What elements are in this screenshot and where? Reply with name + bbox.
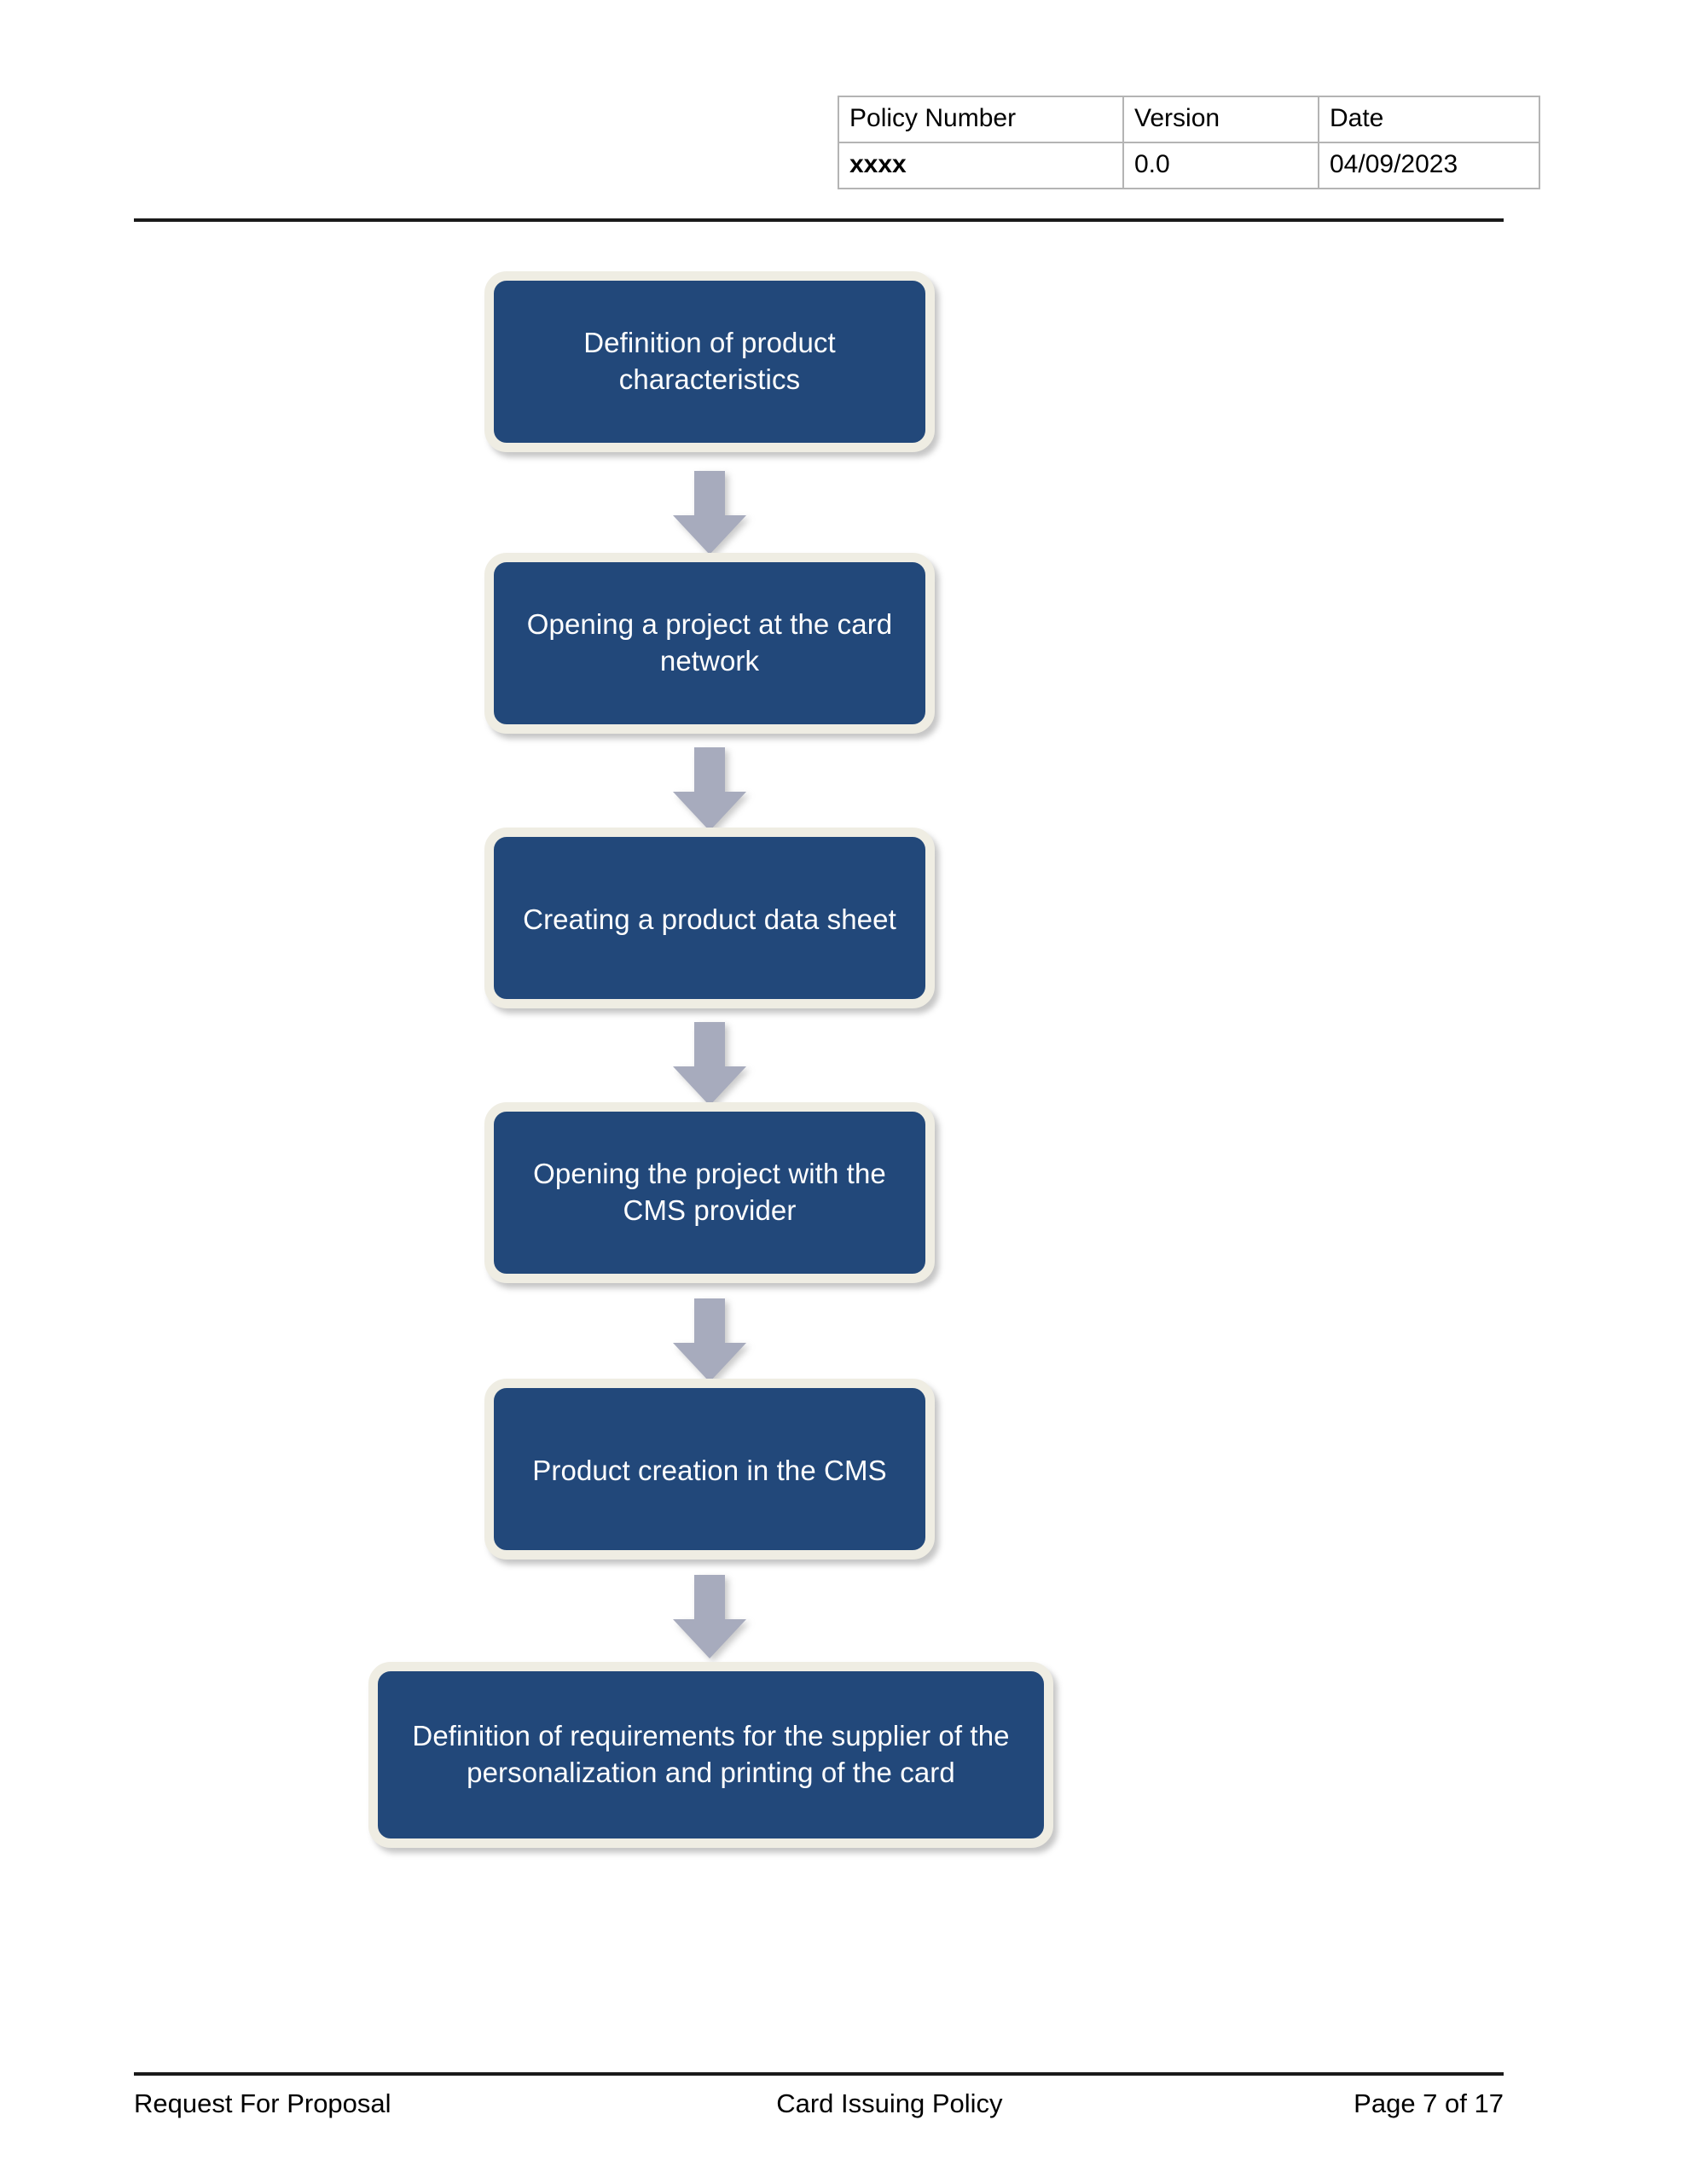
- policy-header-table: Policy Number Version Date xxxx 0.0 04/0…: [838, 96, 1540, 189]
- column-header-version: Version: [1122, 96, 1319, 143]
- flow-node-label: Product creation in the CMS: [532, 1454, 887, 1486]
- down-arrow-icon: [673, 471, 746, 555]
- flow-node-opening-the-project-with-the-cms-provider: Opening the project with the CMS provide…: [484, 1102, 935, 1283]
- flow-node-label: Definition of requirements for the suppl…: [412, 1720, 1010, 1788]
- flow-node-product-creation-in-the-cms: Product creation in the CMS: [484, 1379, 935, 1560]
- down-arrow-icon: [673, 1298, 746, 1382]
- down-arrow-icon: [673, 1575, 746, 1658]
- flow-node-label: Opening the project with the CMS provide…: [533, 1158, 886, 1226]
- header-divider: [134, 218, 1504, 222]
- footer-document-title: Card Issuing Policy: [776, 2088, 1003, 2118]
- flow-node-label: Definition of product characteristics: [583, 327, 836, 395]
- down-arrow-icon: [673, 747, 746, 831]
- flow-node-definition-of-product-characteristics: Definition of product characteristics: [484, 271, 935, 452]
- footer-divider: [134, 2072, 1504, 2076]
- footer-document-type: Request For Proposal: [134, 2088, 391, 2118]
- flow-node-definition-of-requirements-for-supplier: Definition of requirements for the suppl…: [368, 1662, 1053, 1848]
- page-footer: Request For Proposal Card Issuing Policy…: [134, 2088, 1504, 2119]
- footer-page-number: Page 7 of 17: [1354, 2088, 1504, 2118]
- value-policy-number: xxxx: [838, 142, 1124, 189]
- flow-node-label: Opening a project at the card network: [526, 608, 893, 677]
- column-header-date: Date: [1318, 96, 1540, 143]
- flow-node-label: Creating a product data sheet: [523, 903, 896, 935]
- value-version: 0.0: [1122, 142, 1319, 189]
- down-arrow-icon: [673, 1022, 746, 1106]
- value-date: 04/09/2023: [1318, 142, 1540, 189]
- table-value-row: xxxx 0.0 04/09/2023: [838, 142, 1540, 189]
- flow-node-opening-a-project-at-the-card-network: Opening a project at the card network: [484, 553, 935, 734]
- flow-node-creating-a-product-data-sheet: Creating a product data sheet: [484, 828, 935, 1008]
- column-header-policy-number: Policy Number: [838, 96, 1124, 143]
- table-header-row: Policy Number Version Date: [838, 96, 1540, 143]
